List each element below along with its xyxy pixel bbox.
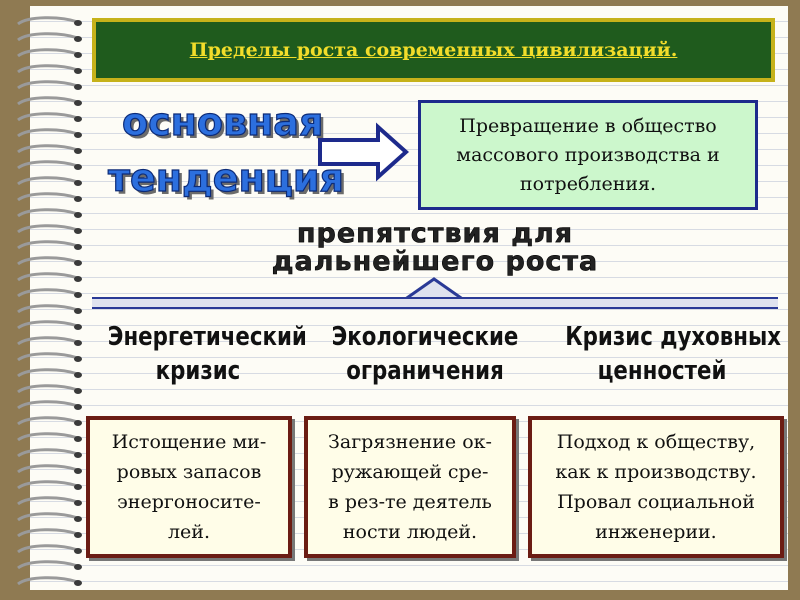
trend-result-text: Превращение в общество массового произво…: [456, 114, 720, 195]
category-energy: Энергетический кризис: [107, 320, 307, 388]
page-title: Пределы роста современных цивилизаций.: [189, 39, 678, 61]
trend-result-box: Превращение в общество массового произво…: [418, 100, 758, 210]
category-values-line1: Кризис духовных: [565, 322, 782, 352]
title-banner: Пределы роста современных цивилизаций.: [92, 18, 775, 82]
energy-description-box: Истощение ми- ровых запасов энергоносите…: [86, 416, 292, 558]
category-ecology-line2: ограничения: [346, 356, 504, 386]
category-values-line2: ценностей: [597, 356, 727, 386]
values-description-box: Подход к обществу, как к производству. П…: [528, 416, 784, 558]
category-values: Кризис духовных ценностей: [565, 320, 782, 388]
main-trend-line2: тенденция: [107, 155, 344, 200]
obstacles-line1: препятствия для: [296, 218, 574, 250]
obstacles-line2: дальнейшего роста: [271, 246, 599, 278]
right-arrow-icon: [318, 122, 410, 182]
category-energy-line1: Энергетический: [107, 322, 307, 352]
values-description: Подход к обществу, как к производству. П…: [555, 431, 757, 543]
ecology-description: Загрязнение ок- ружающей сре- в рез-те д…: [328, 431, 492, 543]
category-ecology: Экологические ограничения: [331, 320, 520, 388]
ecology-description-box: Загрязнение ок- ружающей сре- в рез-те д…: [304, 416, 516, 558]
category-energy-line2: кризис: [155, 356, 241, 386]
category-ecology-line1: Экологические: [331, 322, 519, 352]
energy-description: Истощение ми- ровых запасов энергоносите…: [111, 431, 267, 543]
obstacles-bar: [92, 297, 778, 309]
main-trend-line1: основная: [121, 99, 324, 144]
